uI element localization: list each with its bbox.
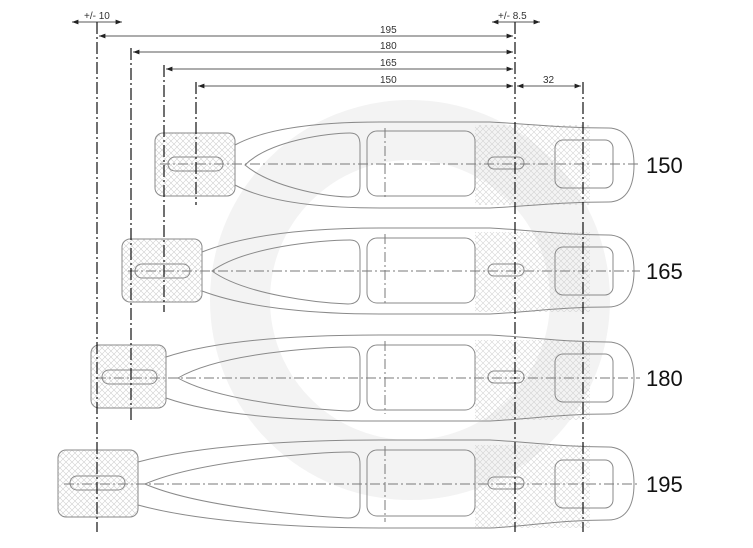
dim-150-label: 150 bbox=[380, 75, 397, 86]
strap-165 bbox=[121, 227, 640, 315]
size-label-195: 195 bbox=[646, 472, 683, 497]
dim-195-label: 195 bbox=[380, 25, 397, 36]
strap-195 bbox=[57, 439, 640, 529]
extension-lines bbox=[96, 22, 584, 532]
dimension-lines bbox=[72, 19, 581, 89]
strap-180 bbox=[90, 334, 640, 422]
size-label-165: 165 bbox=[646, 259, 683, 284]
dim-32-label: 32 bbox=[543, 75, 555, 86]
strap-150 bbox=[154, 121, 640, 209]
dim-180-label: 180 bbox=[380, 41, 397, 52]
tolerance-left-label: +/- 10 bbox=[84, 11, 110, 22]
tolerance-right-label: +/- 8.5 bbox=[498, 11, 527, 22]
size-label-150: 150 bbox=[646, 153, 683, 178]
dim-165-label: 165 bbox=[380, 58, 397, 69]
size-label-180: 180 bbox=[646, 366, 683, 391]
